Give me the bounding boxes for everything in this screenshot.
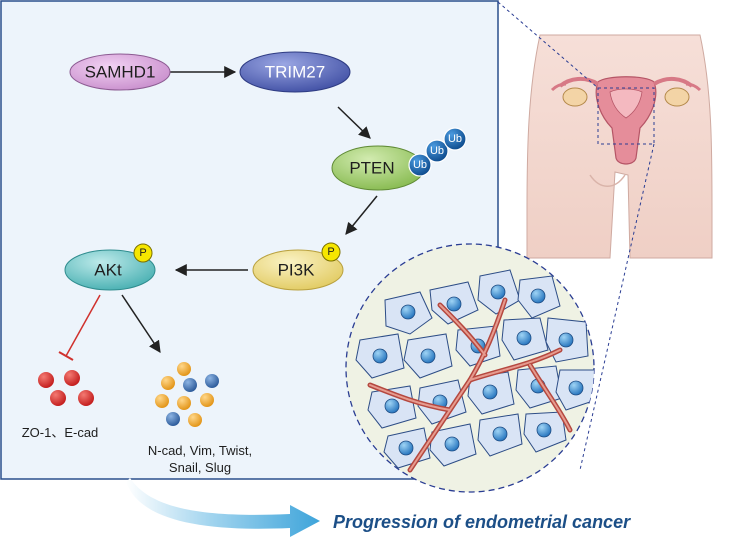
ubiquitin-icon: [425, 139, 449, 163]
epithelial-markers: [38, 370, 94, 406]
phosphate-icon: [133, 243, 153, 263]
ub-label-3: Ub: [448, 133, 462, 145]
pten-label: PTEN: [349, 158, 394, 177]
arrow-akt-mesenchymal: [121, 294, 161, 353]
ubiquitin-icon: [408, 153, 432, 177]
mesenchymal-markers-label-line2: Snail, Slug: [169, 460, 231, 475]
uterus-illustration: [526, 34, 713, 259]
progression-arrow: [126, 478, 320, 537]
phosphate-icon: [321, 242, 341, 262]
pi3k-label: PI3K: [278, 260, 316, 279]
ub-label-2: Ub: [430, 145, 444, 157]
node-akt: AKt P: [64, 243, 156, 291]
arrow-trim27-pten: [337, 106, 371, 139]
inhibit-akt-epithelial: [58, 294, 101, 361]
ubiquitin-chain: Ub Ub Ub: [408, 127, 467, 177]
akt-label: AKt: [94, 260, 122, 279]
epithelial-markers-label: ZO-1、E-cad: [22, 425, 99, 440]
akt-phospho-label: P: [139, 247, 146, 259]
node-samhd1: SAMHD1: [69, 53, 171, 91]
tissue-magnification: [345, 243, 595, 493]
zoom-connector-bottom: [579, 143, 655, 471]
node-trim27: TRIM27: [239, 51, 351, 93]
arrow-pten-pi3k: [345, 195, 378, 235]
mesenchymal-markers-label-line1: N-cad, Vim, Twist,: [148, 443, 252, 458]
trim27-label: TRIM27: [265, 62, 325, 81]
samhd1-label: SAMHD1: [85, 62, 156, 81]
zoom-connector-top: [497, 1, 599, 89]
mesenchymal-markers: [155, 362, 219, 427]
ubiquitin-icon: [443, 127, 467, 151]
progression-label: Progression of endometrial cancer: [333, 512, 631, 532]
node-pi3k: PI3K P: [252, 242, 344, 291]
ub-label-1: Ub: [413, 159, 427, 171]
pi3k-phospho-label: P: [327, 246, 334, 258]
